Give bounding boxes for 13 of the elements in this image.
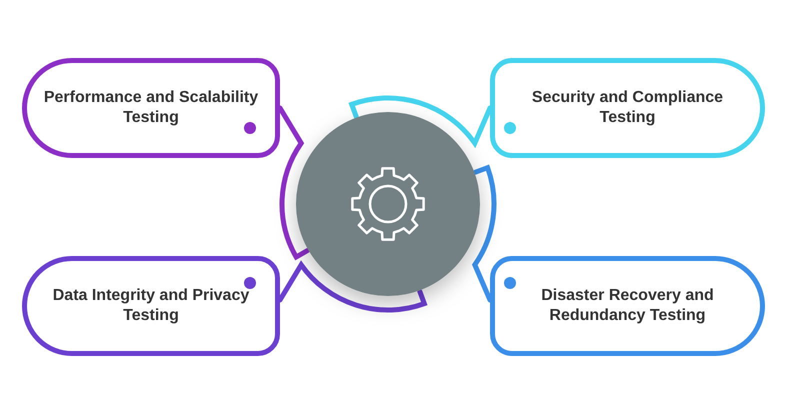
topic-label: Disaster Recovery and Redundancy Testing <box>540 286 715 326</box>
topic-box <box>22 256 280 356</box>
topic-box <box>490 256 765 356</box>
topic-label: Performance and Scalability Testing <box>44 88 258 128</box>
topic-box <box>490 58 765 158</box>
connector-arc <box>278 106 310 260</box>
connector-arc <box>349 96 492 146</box>
hub-circle <box>296 112 480 296</box>
topic-label: Data Integrity and Privacy Testing <box>52 286 250 326</box>
connector-arc <box>472 165 496 302</box>
topic-box <box>22 58 280 158</box>
connector-arc <box>278 262 427 312</box>
topic-label: Security and Compliance Testing <box>530 88 724 128</box>
